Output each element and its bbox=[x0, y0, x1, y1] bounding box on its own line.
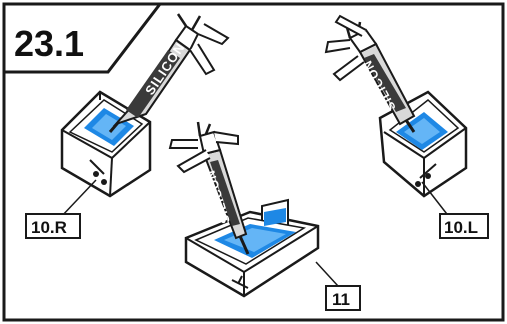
center-corner-piece bbox=[186, 200, 318, 296]
part-label-left: 10.R bbox=[31, 218, 67, 237]
step-number: 23.1 bbox=[14, 23, 84, 64]
part-label-right: 10.L bbox=[444, 218, 478, 237]
right-silicone-gun: SILICON bbox=[326, 16, 414, 132]
part-label-center: 11 bbox=[332, 290, 350, 309]
leader-line-center bbox=[316, 262, 338, 286]
leader-line-left bbox=[60, 180, 96, 218]
gun-label-left: SILICON bbox=[142, 40, 188, 98]
